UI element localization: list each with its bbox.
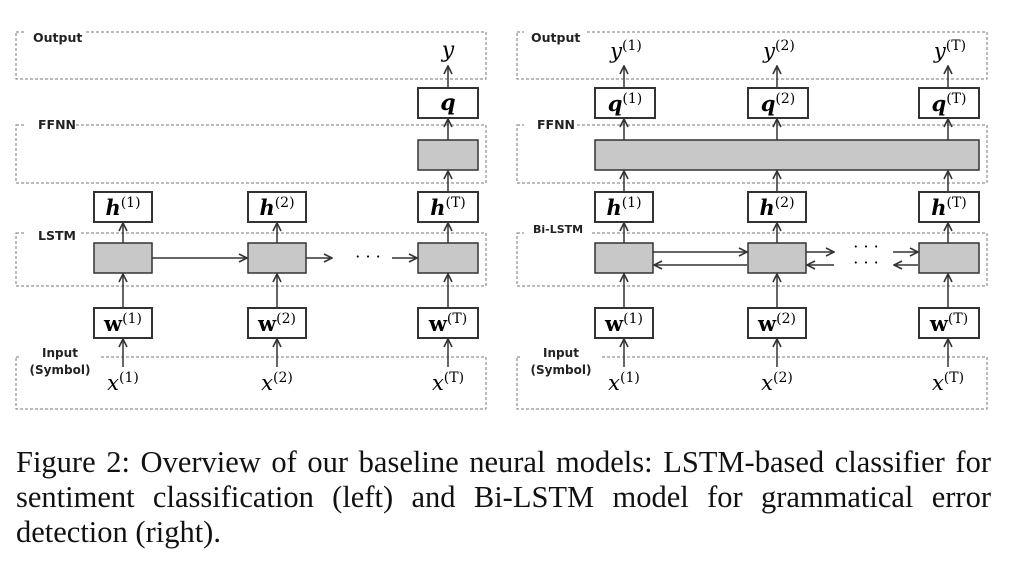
right-embedding-T: w(T) (918, 307, 980, 339)
left-ffnn-layer (15, 124, 487, 184)
left-hidden-1: h(1) (93, 191, 153, 223)
svg-text:h(T): h(T) (430, 195, 466, 220)
right-ffnn-label: FFNN (537, 117, 575, 132)
left-input-x2: x(2) (261, 370, 293, 395)
left-panel: Output FFNN LSTM Input (Symbol) y q h(1)… (15, 26, 487, 410)
right-input-xT: x(T) (932, 370, 964, 395)
svg-text:w(1): w(1) (604, 311, 643, 336)
right-panel: Output FFNN Bi-LSTM Input (Symbol) y(1) … (516, 26, 988, 410)
left-ffnn-cell (417, 139, 479, 171)
right-output-label: Output (531, 30, 580, 45)
right-hidden-1: h(1) (594, 191, 654, 223)
left-lstm-cell-T (417, 242, 479, 274)
left-embedding-T: w(T) (417, 307, 479, 339)
left-hidden-2: h(2) (247, 191, 307, 223)
right-bilstm-cell-1 (594, 242, 654, 274)
right-input-layer (516, 356, 988, 410)
left-output-layer (15, 31, 487, 80)
right-ffnn-cell (594, 139, 980, 171)
svg-text:w(2): w(2) (257, 311, 296, 336)
right-output-y1: y(1) (609, 38, 642, 63)
right-input-symbol-label: (Symbol) (531, 363, 592, 377)
right-input-label: Input (543, 346, 579, 360)
left-ellipsis: · · · (355, 247, 380, 266)
right-bilstm-cell-T (918, 242, 980, 274)
right-q-box-1: q(1) (594, 87, 656, 119)
left-input-xT: x(T) (432, 370, 464, 395)
svg-text:h(2): h(2) (759, 195, 794, 220)
right-ellipsis-bottom: · · · (853, 253, 878, 272)
left-q-box (417, 87, 479, 119)
svg-text:q(2): q(2) (761, 91, 796, 116)
right-output-layer (516, 31, 988, 80)
left-embedding-2: w(2) (247, 307, 307, 339)
left-lstm-cell-2 (247, 242, 307, 274)
right-q-box-2: q(2) (747, 87, 809, 119)
right-input-x1: x(1) (608, 370, 640, 395)
right-q-box-T: q(T) (918, 87, 980, 119)
left-embedding-1: w(1) (93, 307, 153, 339)
figure-caption: Figure 2: Overview of our baseline neura… (16, 445, 991, 549)
right-embedding-1: w(1) (594, 307, 654, 339)
svg-text:h(1): h(1) (105, 195, 140, 220)
left-input-x1: x(1) (107, 370, 139, 395)
left-ffnn-label: FFNN (38, 117, 76, 132)
svg-text:h(1): h(1) (606, 195, 641, 220)
right-embedding-2: w(2) (747, 307, 807, 339)
right-bilstm-cell-2 (747, 242, 807, 274)
left-hidden-T: h(T) (417, 191, 479, 223)
left-output-label: Output (33, 30, 82, 45)
right-ffnn-layer (516, 124, 988, 184)
right-hidden-2: h(2) (747, 191, 807, 223)
right-hidden-T: h(T) (918, 191, 980, 223)
left-input-label: Input (42, 346, 78, 360)
left-lstm-cell-1 (93, 242, 153, 274)
svg-text:w(T): w(T) (428, 311, 467, 336)
right-ellipsis-top: · · · (853, 237, 878, 256)
svg-text:w(2): w(2) (757, 311, 796, 336)
svg-text:q: q (440, 90, 455, 116)
right-input-x2: x(2) (761, 370, 793, 395)
right-output-y2: y(2) (762, 38, 795, 63)
right-output-yT: y(T) (933, 38, 966, 63)
svg-text:w(T): w(T) (929, 311, 968, 336)
svg-text:w(1): w(1) (103, 311, 142, 336)
svg-text:q(T): q(T) (932, 91, 967, 116)
svg-text:h(T): h(T) (931, 195, 967, 220)
left-input-symbol-label: (Symbol) (30, 363, 91, 377)
left-lstm-label: LSTM (38, 228, 76, 243)
left-lstm-layer (15, 232, 487, 287)
svg-text:q(1): q(1) (608, 91, 643, 116)
left-input-layer (15, 356, 487, 410)
model-diagram: Output FFNN LSTM Input (Symbol) y q h(1)… (15, 26, 988, 410)
left-output-y: y (441, 38, 455, 63)
right-bilstm-label: Bi-LSTM (533, 223, 583, 236)
svg-text:h(2): h(2) (259, 195, 294, 220)
right-bilstm-layer (516, 232, 988, 287)
